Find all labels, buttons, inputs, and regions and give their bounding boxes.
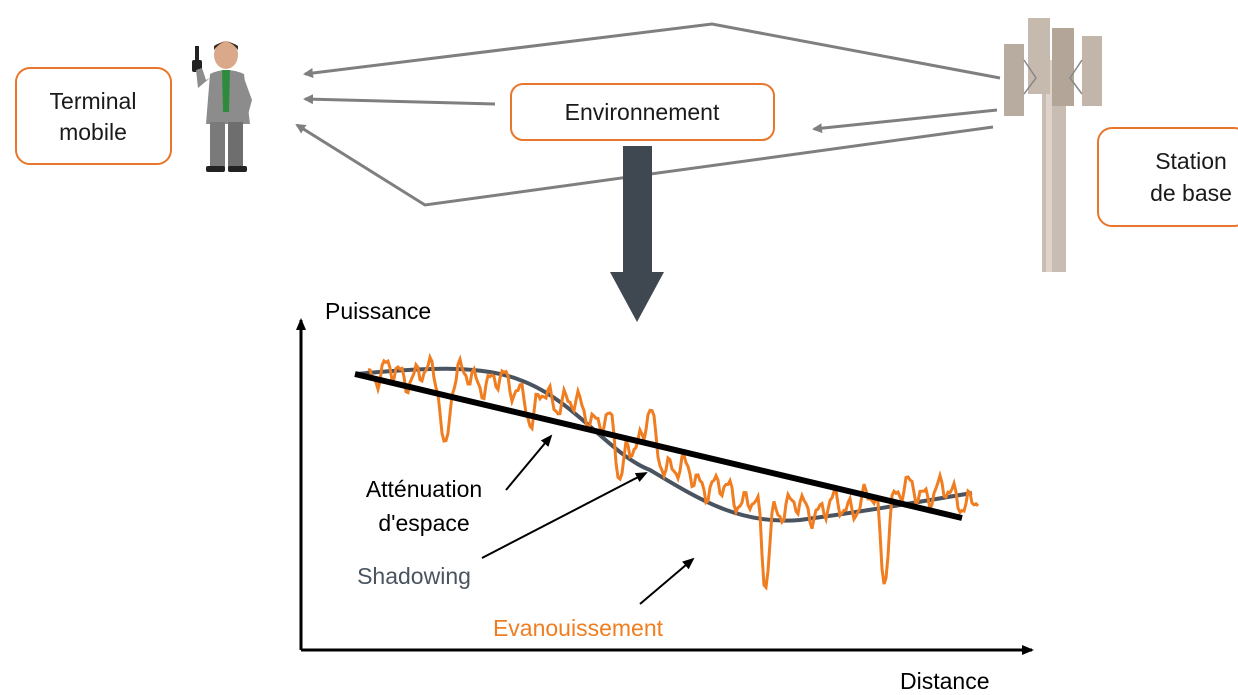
station-label-line2: de base	[1150, 180, 1232, 206]
station-box: Station de base	[1097, 127, 1238, 227]
shadowing-label: Shadowing	[357, 563, 471, 589]
attenuation-label: Atténuation d'espace	[366, 434, 553, 536]
environment-label: Environnement	[565, 99, 720, 125]
station-to-environment-arrow	[812, 108, 998, 134]
person-with-phone-icon	[192, 41, 252, 172]
antenna-tower-icon	[1004, 18, 1102, 272]
attenuation-pointer-arrow	[505, 434, 553, 491]
fading-curve	[367, 352, 980, 591]
fading-pointer-arrow	[639, 557, 695, 605]
terminal-label-line2: mobile	[59, 119, 127, 145]
reflected-path-arrow	[295, 123, 994, 207]
environment-box: Environnement	[510, 83, 775, 141]
attenuation-line	[354, 371, 963, 521]
signal-paths	[295, 22, 1001, 207]
x-axis-label: Distance	[900, 668, 989, 694]
station-label-line1: Station	[1155, 148, 1227, 174]
big-down-arrow	[610, 146, 664, 322]
terminal-label-line1: Terminal	[50, 88, 137, 114]
attenuation-label-line1: Atténuation	[366, 476, 482, 502]
chart-axes: Puissance Distance	[296, 298, 1034, 694]
shadowing-label-group: Shadowing	[357, 472, 648, 589]
fading-label-group: Evanouissement	[493, 557, 695, 641]
fading-label: Evanouissement	[493, 615, 664, 641]
terminal-box: Terminal mobile	[15, 67, 172, 165]
attenuation-label-line2: d'espace	[378, 510, 469, 536]
y-axis-label: Puissance	[325, 298, 431, 324]
environment-to-terminal-arrow	[303, 94, 496, 106]
shadowing-pointer-arrow	[481, 472, 648, 559]
direct-path-arrow	[303, 22, 1001, 80]
